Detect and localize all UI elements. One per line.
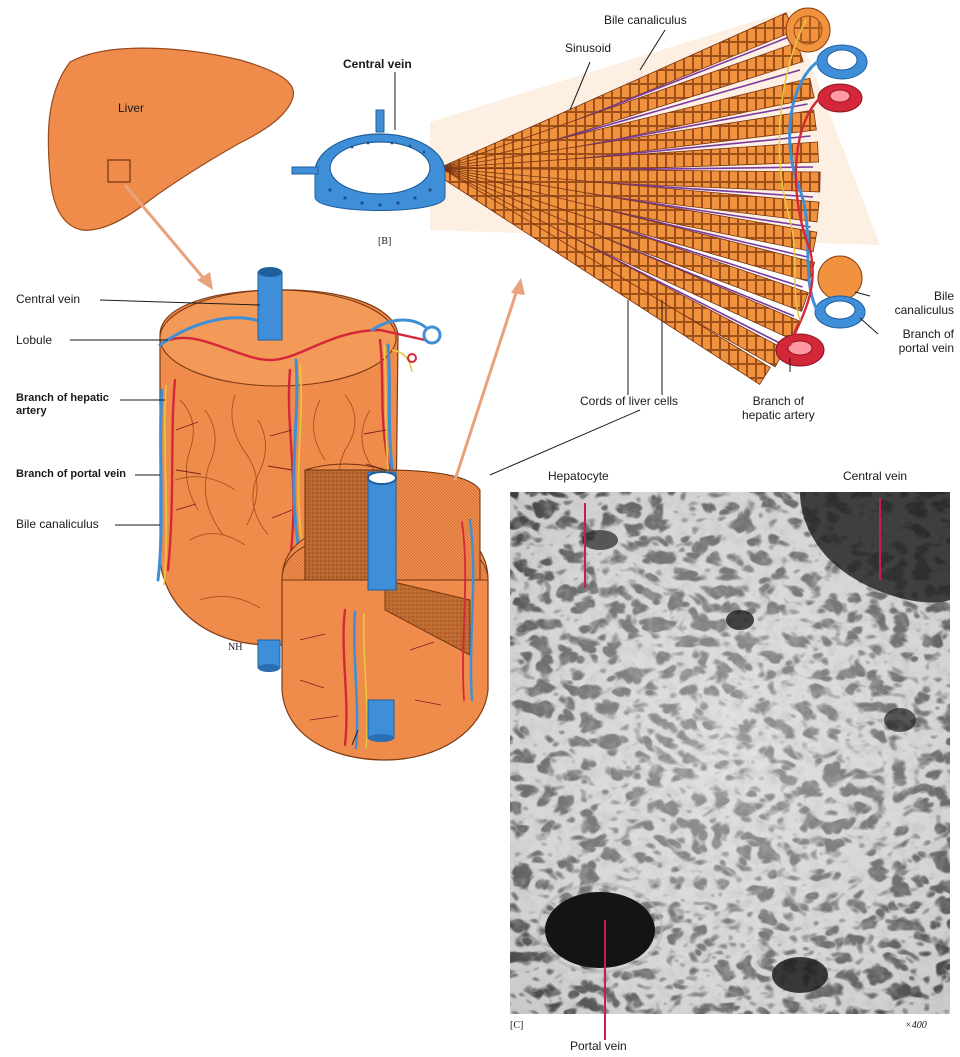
sem-micrograph [510,492,950,1040]
lobule-leaders [70,299,261,526]
liver-organ [47,47,295,231]
lobule-portal-vein-label: Branch of portal vein [16,468,127,480]
panel-b-portal-vein-label: Branch of portal vein [898,327,954,355]
panel-b-bile-canaliculus-top-label: Bile canaliculus [604,13,687,27]
panel-c-central-vein-label: Central vein [843,469,908,483]
liver-label: Liver [118,101,145,115]
lobule-hepatic-artery-label: Branch of hepatic artery [16,392,109,417]
lobule-label: Lobule [16,333,53,347]
panel-c-portal-vein-label: Portal vein [570,1039,627,1053]
panel-b-cords [430,10,880,386]
panel-c-tag: [C] [510,1020,524,1031]
panel-b-sinusoid-label: Sinusoid [565,41,612,55]
lobule-bile-canaliculus-label: Bile canaliculus [16,517,99,531]
panel-b-hepatic-artery-label: Branch of hepatic artery [742,394,815,422]
artist-signature: NH [228,642,243,653]
panel-b-central-vein [291,109,446,211]
panel-b-bile-canaliculus-right-label: Bile canaliculus [894,289,954,317]
panel-c-magnification: ×400 [905,1020,927,1031]
lobule-central-vein-label: Central vein [16,292,81,306]
panel-b-tag: [B] [378,236,392,247]
panel-b-central-vein-label: Central vein [343,57,412,71]
panel-b-leaders [394,29,879,476]
panel-c-hepatocyte-label: Hepatocyte [548,469,609,483]
panel-b-cords-label: Cords of liver cells [580,394,679,408]
liver-sample-square [107,159,131,183]
